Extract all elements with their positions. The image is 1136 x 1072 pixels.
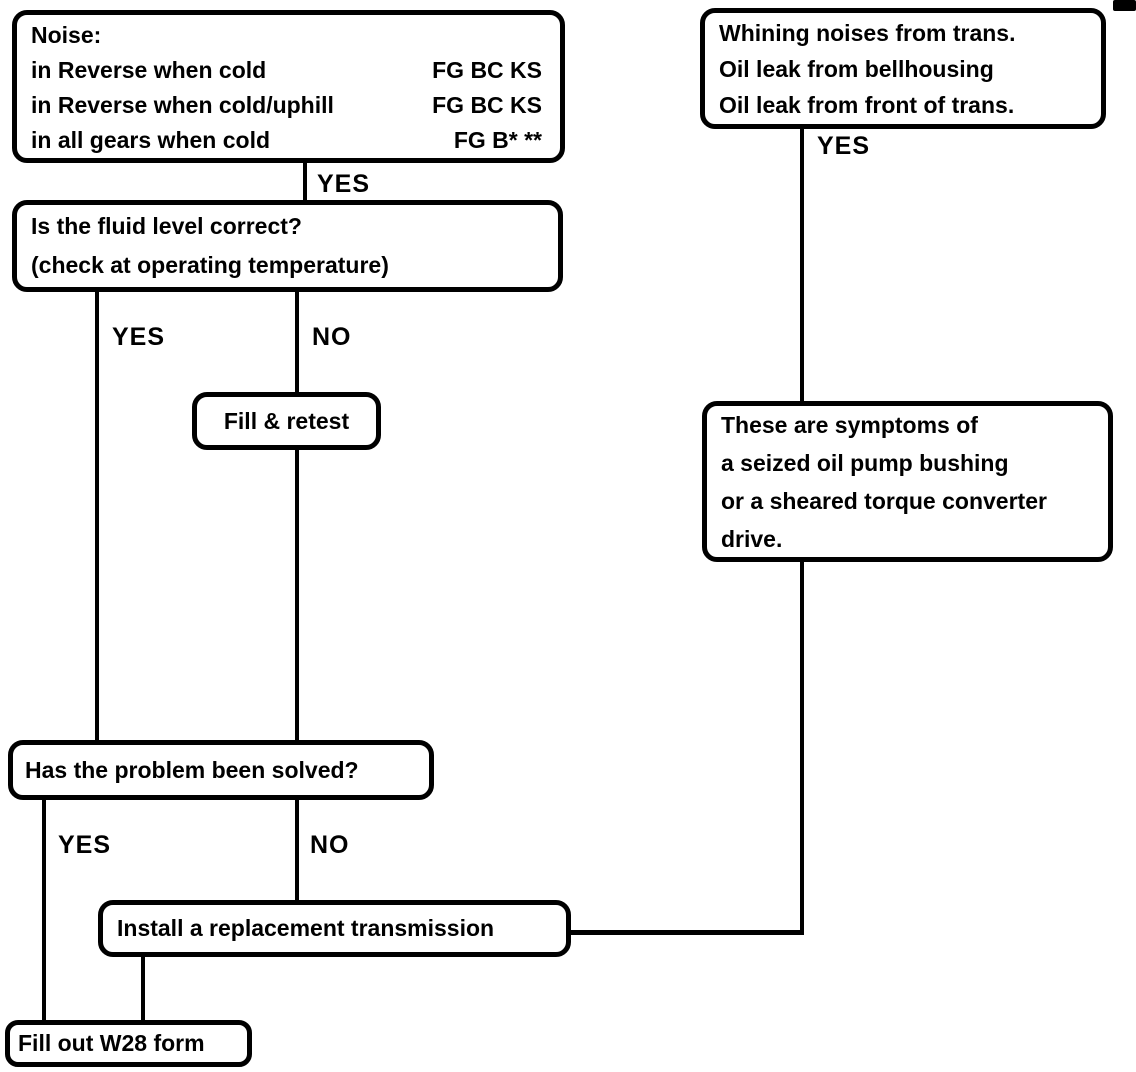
connector-symptoms-down [800, 562, 804, 935]
noise-row: in all gears when cold FG B* ** [31, 123, 542, 158]
noise-row-code: FG BC KS [432, 92, 542, 118]
connector-fill-to-solved [295, 450, 299, 740]
symptoms-line: drive. [721, 525, 783, 552]
fluid-line: (check at operating temperature) [31, 252, 389, 278]
connector-symptoms-to-install [571, 930, 804, 935]
noise-row: in Reverse when cold FG BC KS [31, 53, 542, 88]
noise-row-label: in all gears when cold [31, 127, 271, 153]
noise-symptoms-box: Noise: in Reverse when cold FG BC KS in … [12, 10, 565, 163]
connector-fluid-no-to-fill [295, 292, 299, 392]
connector-solved-no-to-install [295, 800, 299, 900]
branch-label-whining-yes: YES [817, 132, 871, 160]
noise-row-code: FG B* ** [453, 127, 542, 153]
symptoms-line: or a sheared torque converter [721, 487, 1047, 514]
w28-form-label: Fill out W28 form [18, 1030, 205, 1056]
scan-artifact-mark [1113, 0, 1136, 11]
symptoms-line: These are symptoms of [721, 411, 978, 438]
whining-line: Oil leak from front of trans. [719, 92, 1015, 118]
connector-noise-to-fluid [303, 163, 307, 202]
whining-line: Oil leak from bellhousing [719, 56, 994, 82]
whining-line: Whining noises from trans. [719, 20, 1016, 46]
symptoms-explanation-box: These are symptoms of a seized oil pump … [702, 401, 1113, 562]
noise-row-code: FG BC KS [432, 57, 542, 83]
connector-install-to-w28 [141, 957, 145, 1020]
whining-symptoms-box: Whining noises from trans. Oil leak from… [700, 8, 1106, 129]
branch-label-noise-yes: YES [317, 170, 371, 198]
problem-solved-label: Has the problem been solved? [25, 756, 359, 783]
connector-whining-to-symptoms [800, 129, 804, 401]
w28-form-box: Fill out W28 form [5, 1020, 252, 1067]
fill-retest-label: Fill & retest [223, 407, 350, 434]
connector-solved-yes-to-w28 [42, 800, 46, 1020]
noise-row-label: in Reverse when cold [31, 57, 267, 83]
install-transmission-label: Install a replacement transmission [117, 915, 495, 941]
branch-label-fluid-no: NO [312, 323, 352, 351]
branch-label-solved-yes: YES [58, 831, 112, 859]
noise-row-label: in Reverse when cold/uphill [31, 92, 334, 118]
problem-solved-question-box: Has the problem been solved? [8, 740, 434, 800]
fill-retest-box: Fill & retest [192, 392, 381, 450]
fluid-line: Is the fluid level correct? [31, 213, 302, 239]
fluid-level-question-box: Is the fluid level correct? (check at op… [12, 200, 563, 292]
branch-label-solved-no: NO [310, 831, 350, 859]
noise-box-title: Noise: [31, 22, 102, 48]
connector-fluid-yes-to-solved [95, 292, 99, 740]
branch-label-fluid-yes: YES [112, 323, 166, 351]
install-transmission-box: Install a replacement transmission [98, 900, 571, 957]
symptoms-line: a seized oil pump bushing [721, 449, 1009, 476]
noise-row: in Reverse when cold/uphill FG BC KS [31, 88, 542, 123]
